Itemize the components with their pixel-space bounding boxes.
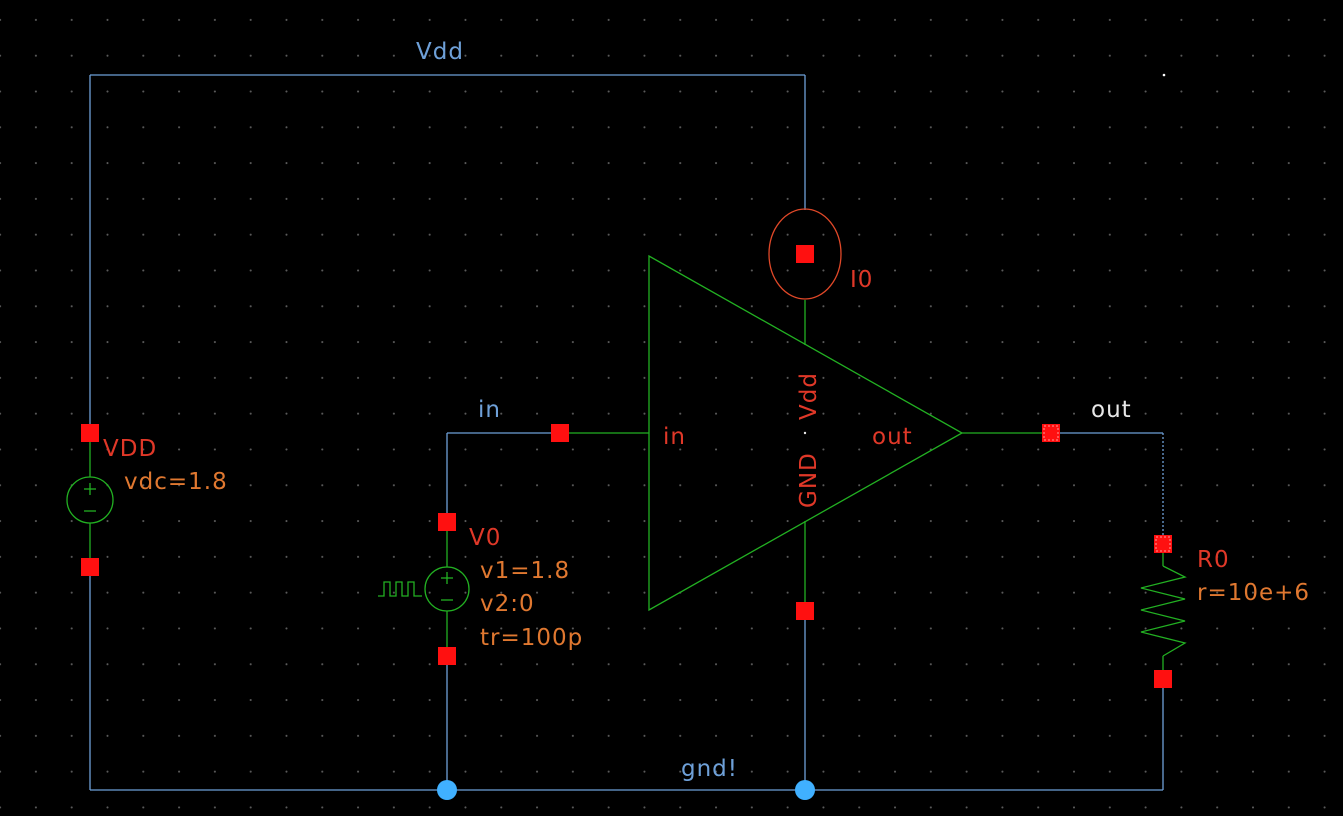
pin-amplifier-gnd[interactable]: [796, 602, 814, 620]
amplifier-pin-label-gnd: GND: [796, 452, 822, 508]
junction-gnd-amp[interactable]: [795, 780, 815, 800]
pulse-source-param-v2[interactable]: v2:0: [480, 591, 535, 617]
resistor-param-r[interactable]: r=10e+6: [1197, 580, 1310, 606]
amplifier-pin-label-in: in: [663, 424, 686, 450]
pin-resistor-top-highlight: [1155, 536, 1171, 552]
junction-gnd-v0[interactable]: [437, 780, 457, 800]
pin-vdd-source-minus[interactable]: [81, 558, 99, 576]
pulse-source-param-tr[interactable]: tr=100p: [480, 625, 583, 651]
net-label-gnd[interactable]: gnd!: [681, 756, 738, 782]
pins: [81, 245, 1172, 688]
pin-amplifier-out[interactable]: [1042, 424, 1060, 442]
vdd-source-name[interactable]: VDD: [103, 436, 157, 462]
current-source-symbol[interactable]: [768, 208, 842, 300]
net-label-vdd[interactable]: Vdd: [416, 39, 464, 65]
pin-amplifier-in[interactable]: [551, 424, 569, 442]
pin-current-source[interactable]: [796, 245, 814, 263]
pin-resistor-bottom[interactable]: [1154, 670, 1172, 688]
pin-resistor-top[interactable]: [1154, 535, 1172, 553]
resistor-zigzag: [1140, 565, 1187, 657]
wires: [89, 74, 1164, 791]
pulse-source-symbol[interactable]: [378, 522, 470, 656]
net-label-out[interactable]: out: [1091, 397, 1132, 423]
pin-vdd-source-plus[interactable]: [81, 424, 99, 442]
amplifier-pin-label-vdd: Vdd: [796, 372, 822, 420]
amplifier-pin-label-out: out: [872, 424, 913, 450]
current-source-name[interactable]: I0: [850, 267, 873, 293]
pin-highlights: [1043, 425, 1171, 552]
pulse-waveform-icon: [378, 581, 422, 597]
junctions: [437, 780, 815, 800]
pin-pulse-source-plus[interactable]: [438, 513, 456, 531]
net-label-in[interactable]: in: [478, 397, 501, 423]
resistor-name[interactable]: R0: [1197, 547, 1230, 573]
canvas-marker-dot: [1162, 73, 1166, 77]
pin-pulse-source-minus[interactable]: [438, 647, 456, 665]
vdd-source-symbol[interactable]: [66, 433, 114, 567]
pin-amplifier-out-highlight: [1043, 425, 1059, 441]
current-source-ellipse: [768, 208, 842, 300]
pulse-source-name[interactable]: V0: [469, 525, 501, 551]
vdd-source-param-vdc[interactable]: vdc=1.8: [124, 469, 228, 495]
pulse-source-param-v1[interactable]: v1=1.8: [480, 558, 570, 584]
resistor-symbol[interactable]: [1140, 544, 1187, 679]
amplifier-symbol[interactable]: [560, 254, 1051, 612]
amplifier-origin-dot: [803, 431, 807, 435]
